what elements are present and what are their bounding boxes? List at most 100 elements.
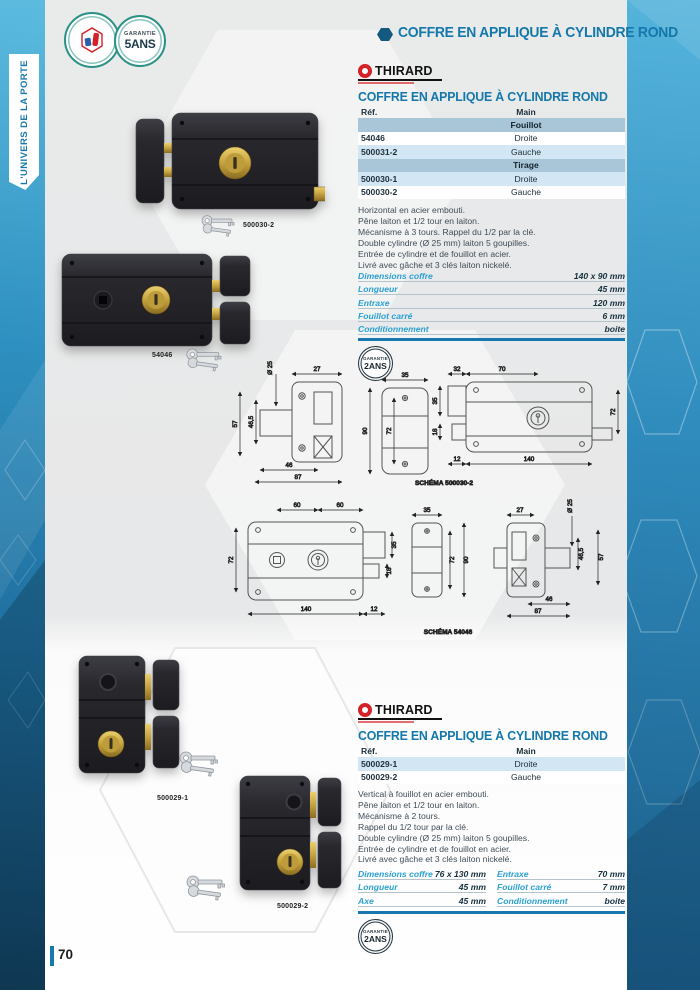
right-strip [627, 0, 700, 990]
spec-label: Conditionnement [497, 895, 568, 906]
spec-label: Fouillot carré [358, 310, 413, 321]
warranty-word: GARANTIE [363, 356, 388, 361]
main-cell: Droite [514, 133, 538, 144]
section1-specs: Dimensions coffre 140 x 90 mm Longueur 4… [358, 269, 625, 335]
spec-value: 7 mm [602, 882, 625, 893]
page-number: 70 [58, 947, 74, 962]
spec-row: Fouillot carré 7 mm [497, 880, 625, 894]
product-photo-54046 [61, 253, 251, 347]
table-row: 500031-2 Gauche [358, 145, 625, 159]
svg-text:87: 87 [294, 474, 302, 481]
table-row: 500029-2 Gauche [358, 770, 625, 784]
sidebar-vertical-label: L'UNIVERS DE LA PORTE [18, 59, 30, 185]
warranty-years: 2ANS [364, 934, 387, 944]
keys-icon [201, 215, 235, 237]
description-line: Double cylindre (Ø 25 mm) laiton 5 goupi… [358, 832, 530, 843]
group-label: Fouillot [510, 119, 542, 130]
description-line: Livré avec gâche et 3 clés laiton nickel… [358, 854, 512, 865]
product-photo-500029-1 [78, 655, 180, 774]
svg-text:12: 12 [453, 456, 461, 463]
product-photo-500030-2 [135, 112, 325, 210]
spec-value: 6 mm [602, 310, 625, 321]
section2-title: COFFRE EN APPLIQUE À CYLINDRE ROND [358, 728, 608, 743]
main-cell: Gauche [510, 146, 542, 157]
spec-label: Fouillot carré [497, 882, 552, 893]
page-number-bar [50, 946, 54, 966]
keys-icon [186, 348, 222, 372]
svg-text:12: 12 [370, 606, 378, 613]
svg-text:27: 27 [516, 507, 524, 514]
svg-text:57: 57 [598, 553, 605, 561]
main-column-header: Main [516, 745, 536, 756]
svg-text:18: 18 [432, 428, 439, 436]
spec-row: Conditionnement boite [358, 322, 625, 335]
description-line: Entrée de cylindre et de fouillot en aci… [358, 843, 511, 854]
spec-value: 76 x 130 mm [434, 869, 486, 880]
photo-label: 500030-2 [243, 222, 275, 229]
table-row: 54046 Droite [358, 131, 625, 145]
description-line: Pêne laiton et 1/2 tour en laiton. [358, 215, 480, 226]
table-group-row: Fouillot [358, 118, 625, 132]
warranty-years: 2ANS [364, 361, 387, 371]
main-cell: Gauche [510, 187, 542, 198]
warranty-5-years-badge: GARANTIE 5ANS [114, 15, 166, 67]
svg-text:27: 27 [313, 366, 321, 373]
main-cell: Droite [514, 758, 538, 769]
svg-text:140: 140 [301, 606, 312, 613]
main-cell: Droite [514, 173, 538, 184]
spec-row: Conditionnement boite [497, 893, 625, 907]
brand-hex-logo-icon [81, 27, 103, 53]
ref-cell: 500029-2 [361, 772, 398, 783]
brand-quality-badge [64, 12, 120, 68]
svg-text:72: 72 [386, 427, 393, 435]
spec-label: Longueur [358, 284, 398, 295]
spec-label: Dimensions coffre [358, 869, 433, 880]
section-divider-rule [358, 338, 625, 341]
svg-text:Ø 25: Ø 25 [567, 499, 574, 513]
spec-row: Dimensions coffre 76 x 130 mm [358, 867, 486, 881]
description-line: Pêne laiton et 1/2 tour en laiton. [358, 799, 480, 810]
warranty-2-years-badge: GARANTIE 2ANS [358, 919, 393, 954]
keys-icon [186, 875, 225, 901]
brand-name: THIRARD [375, 703, 433, 717]
keys-icon [179, 751, 218, 777]
sidebar-ribbon: L'UNIVERS DE LA PORTE [9, 54, 39, 190]
ref-cell: 500030-1 [361, 173, 398, 184]
ref-column-header: Réf. [361, 106, 378, 117]
svg-text:35: 35 [423, 507, 431, 514]
spec-value: 120 mm [592, 297, 625, 308]
brand-logo: THIRARD [358, 64, 442, 84]
spec-row: Longueur 45 mm [358, 880, 486, 894]
svg-text:87: 87 [534, 608, 542, 615]
warranty-word: GARANTIE [363, 929, 388, 934]
schema-label: SCHÉMA 500030-2 [415, 478, 473, 487]
description-line: Entrée de cylindre et de fouillot en aci… [358, 248, 511, 259]
spec-row: Axe 45 mm [358, 893, 486, 907]
svg-text:Ø 25: Ø 25 [267, 361, 274, 375]
spec-value: 45 mm [458, 882, 486, 893]
spec-label: Entraxe [497, 869, 529, 880]
spec-value: boite [604, 895, 625, 906]
description-line: Double cylindre (Ø 25 mm) laiton 5 goupi… [358, 237, 530, 248]
hexagon-bullet-icon [377, 28, 393, 41]
ref-cell: 500029-1 [361, 758, 398, 769]
schema-54046-drawing: 60 60 72 35 18 140 12 35 72 90 27 Ø 25 4… [228, 498, 606, 636]
svg-text:35: 35 [432, 397, 439, 405]
table-row: 500029-1 Droite [358, 757, 625, 771]
brand-ring-icon [358, 64, 372, 78]
svg-text:46,5: 46,5 [578, 547, 585, 560]
svg-text:46: 46 [285, 462, 293, 469]
section2-specs-right: Entraxe 70 mm Fouillot carré 7 mm Condit… [497, 867, 625, 907]
brand-ring-icon [358, 703, 372, 717]
svg-text:72: 72 [228, 556, 235, 564]
spec-label: Longueur [358, 882, 398, 893]
description-line: Livré avec gâche et 3 clés laiton nickel… [358, 259, 512, 270]
brand-name: THIRARD [375, 64, 433, 78]
svg-text:60: 60 [293, 502, 301, 509]
description-line: Mécanisme à 2 tours. [358, 810, 441, 821]
section-divider-rule [358, 911, 625, 914]
group-label: Tirage [513, 160, 539, 171]
ref-cell: 500031-2 [361, 146, 398, 157]
main-cell: Gauche [510, 772, 542, 783]
